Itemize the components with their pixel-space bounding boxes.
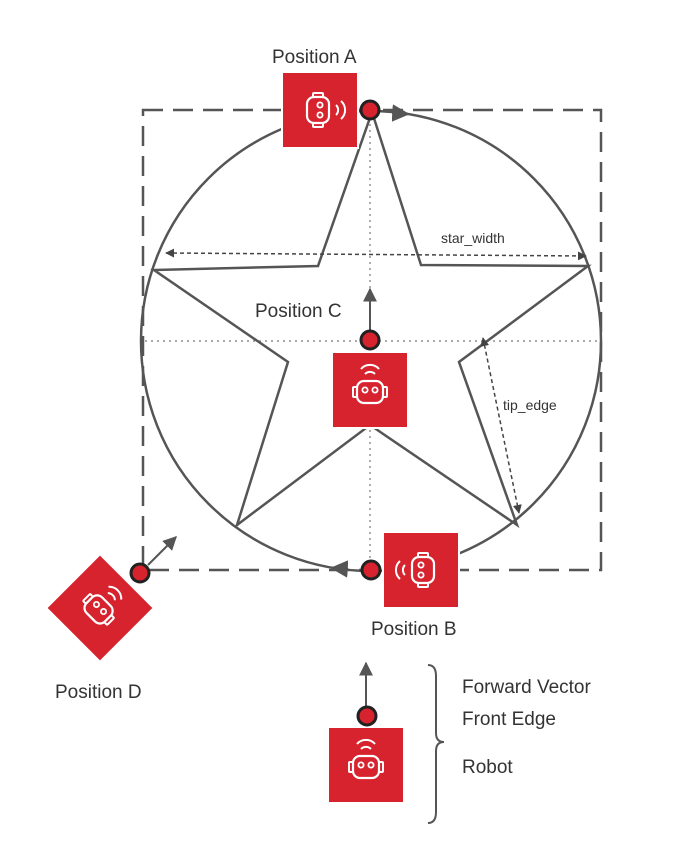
- circle-direction-arrow-top: [391, 104, 410, 122]
- tip-edge-dimension-arrow: [480, 337, 522, 514]
- position-a-label: Position A: [272, 47, 357, 68]
- legend-forward-vector-label: Forward Vector: [462, 677, 591, 698]
- star-width-dimension-arrow: [165, 248, 587, 261]
- robot-position-c: [330, 350, 410, 430]
- legend-brace: [427, 664, 445, 824]
- front-edge-marker-a: [359, 99, 381, 121]
- star-width-label: star_width: [441, 230, 505, 246]
- legend-front-edge-marker: [356, 705, 378, 727]
- robot-position-b: [381, 530, 461, 610]
- robot-icon: [280, 70, 360, 150]
- robot-icon: [326, 725, 406, 805]
- front-edge-marker-d: [129, 562, 151, 584]
- robot-position-a: [280, 70, 360, 150]
- position-c-label: Position C: [255, 301, 342, 322]
- robot-icon: [330, 350, 410, 430]
- forward-vector-d: [147, 536, 177, 566]
- legend-robot-label: Robot: [462, 757, 513, 778]
- position-d-label: Position D: [55, 682, 142, 703]
- tip-edge-label: tip_edge: [503, 397, 557, 413]
- position-b-label: Position B: [371, 619, 457, 640]
- circle-direction-arrow-bottom: [330, 560, 349, 578]
- front-edge-marker-b: [360, 559, 382, 581]
- legend-front-edge-label: Front Edge: [462, 709, 556, 730]
- robot-icon: [381, 530, 461, 610]
- legend-robot: [326, 725, 406, 805]
- front-edge-marker-c: [359, 329, 381, 351]
